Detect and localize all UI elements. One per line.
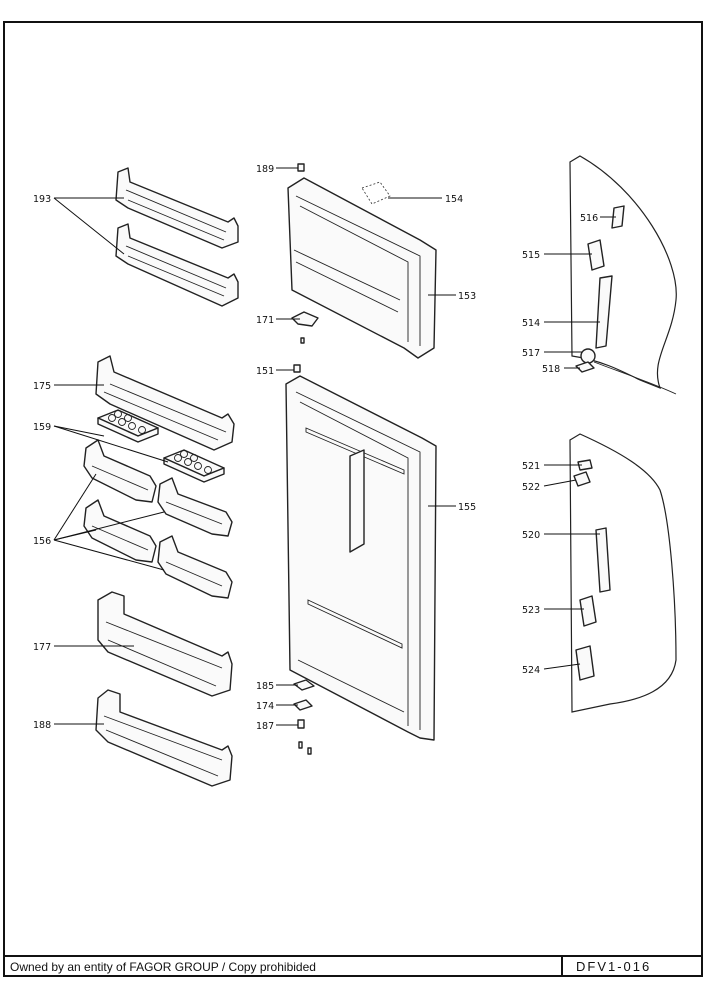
leader-lines xyxy=(53,167,616,726)
small-bin-156d xyxy=(157,535,233,599)
label-193: 193 xyxy=(33,194,51,205)
egg-tray-159b xyxy=(163,449,225,483)
egg-tray-159a xyxy=(97,409,159,443)
label-520: 520 xyxy=(522,530,540,541)
small-bin-156a xyxy=(83,439,157,503)
label-155: 155 xyxy=(458,502,476,513)
label-516: 516 xyxy=(580,213,598,224)
part-185 xyxy=(293,679,315,691)
footer-owner-text: Owned by an entity of FAGOR GROUP / Copy… xyxy=(10,960,316,974)
label-185: 185 xyxy=(256,681,274,692)
screw-151 xyxy=(293,364,301,373)
label-153: 153 xyxy=(458,291,476,302)
part-174 xyxy=(293,699,313,711)
small-bin-156c xyxy=(83,499,157,563)
footer-drawing-code: DFV1-016 xyxy=(576,959,652,974)
hinge-171 xyxy=(291,311,319,344)
label-522: 522 xyxy=(522,482,540,493)
door-shelf-193b xyxy=(115,223,239,307)
part-187 xyxy=(297,719,312,755)
fridge-door-155 xyxy=(285,375,437,741)
screw-189 xyxy=(297,163,305,172)
cabinet-lower-side xyxy=(569,433,677,713)
label-159: 159 xyxy=(33,422,51,433)
label-174: 174 xyxy=(256,701,274,712)
label-517: 517 xyxy=(522,348,540,359)
label-521: 521 xyxy=(522,461,540,472)
small-bin-156b xyxy=(157,477,233,537)
label-187: 187 xyxy=(256,721,274,732)
label-175: 175 xyxy=(33,381,51,392)
label-171: 171 xyxy=(256,315,274,326)
label-515: 515 xyxy=(522,250,540,261)
door-shelf-175 xyxy=(95,355,235,451)
part-154 xyxy=(361,181,391,205)
bottle-bin-177 xyxy=(97,591,233,697)
bottle-bin-188 xyxy=(95,689,233,787)
label-151: 151 xyxy=(256,366,274,377)
freezer-door-153 xyxy=(287,177,437,359)
label-177: 177 xyxy=(33,642,51,653)
cabinet-upper-side xyxy=(569,155,677,395)
label-514: 514 xyxy=(522,318,540,329)
label-523: 523 xyxy=(522,605,540,616)
label-156: 156 xyxy=(33,536,51,547)
footer-divider xyxy=(561,957,563,977)
drawing-sheet-border xyxy=(3,21,703,977)
label-188: 188 xyxy=(33,720,51,731)
door-shelf-193a xyxy=(115,167,239,249)
label-524: 524 xyxy=(522,665,540,676)
label-189: 189 xyxy=(256,164,274,175)
label-154: 154 xyxy=(445,194,463,205)
footer-separator xyxy=(3,955,703,957)
label-518: 518 xyxy=(542,364,560,375)
